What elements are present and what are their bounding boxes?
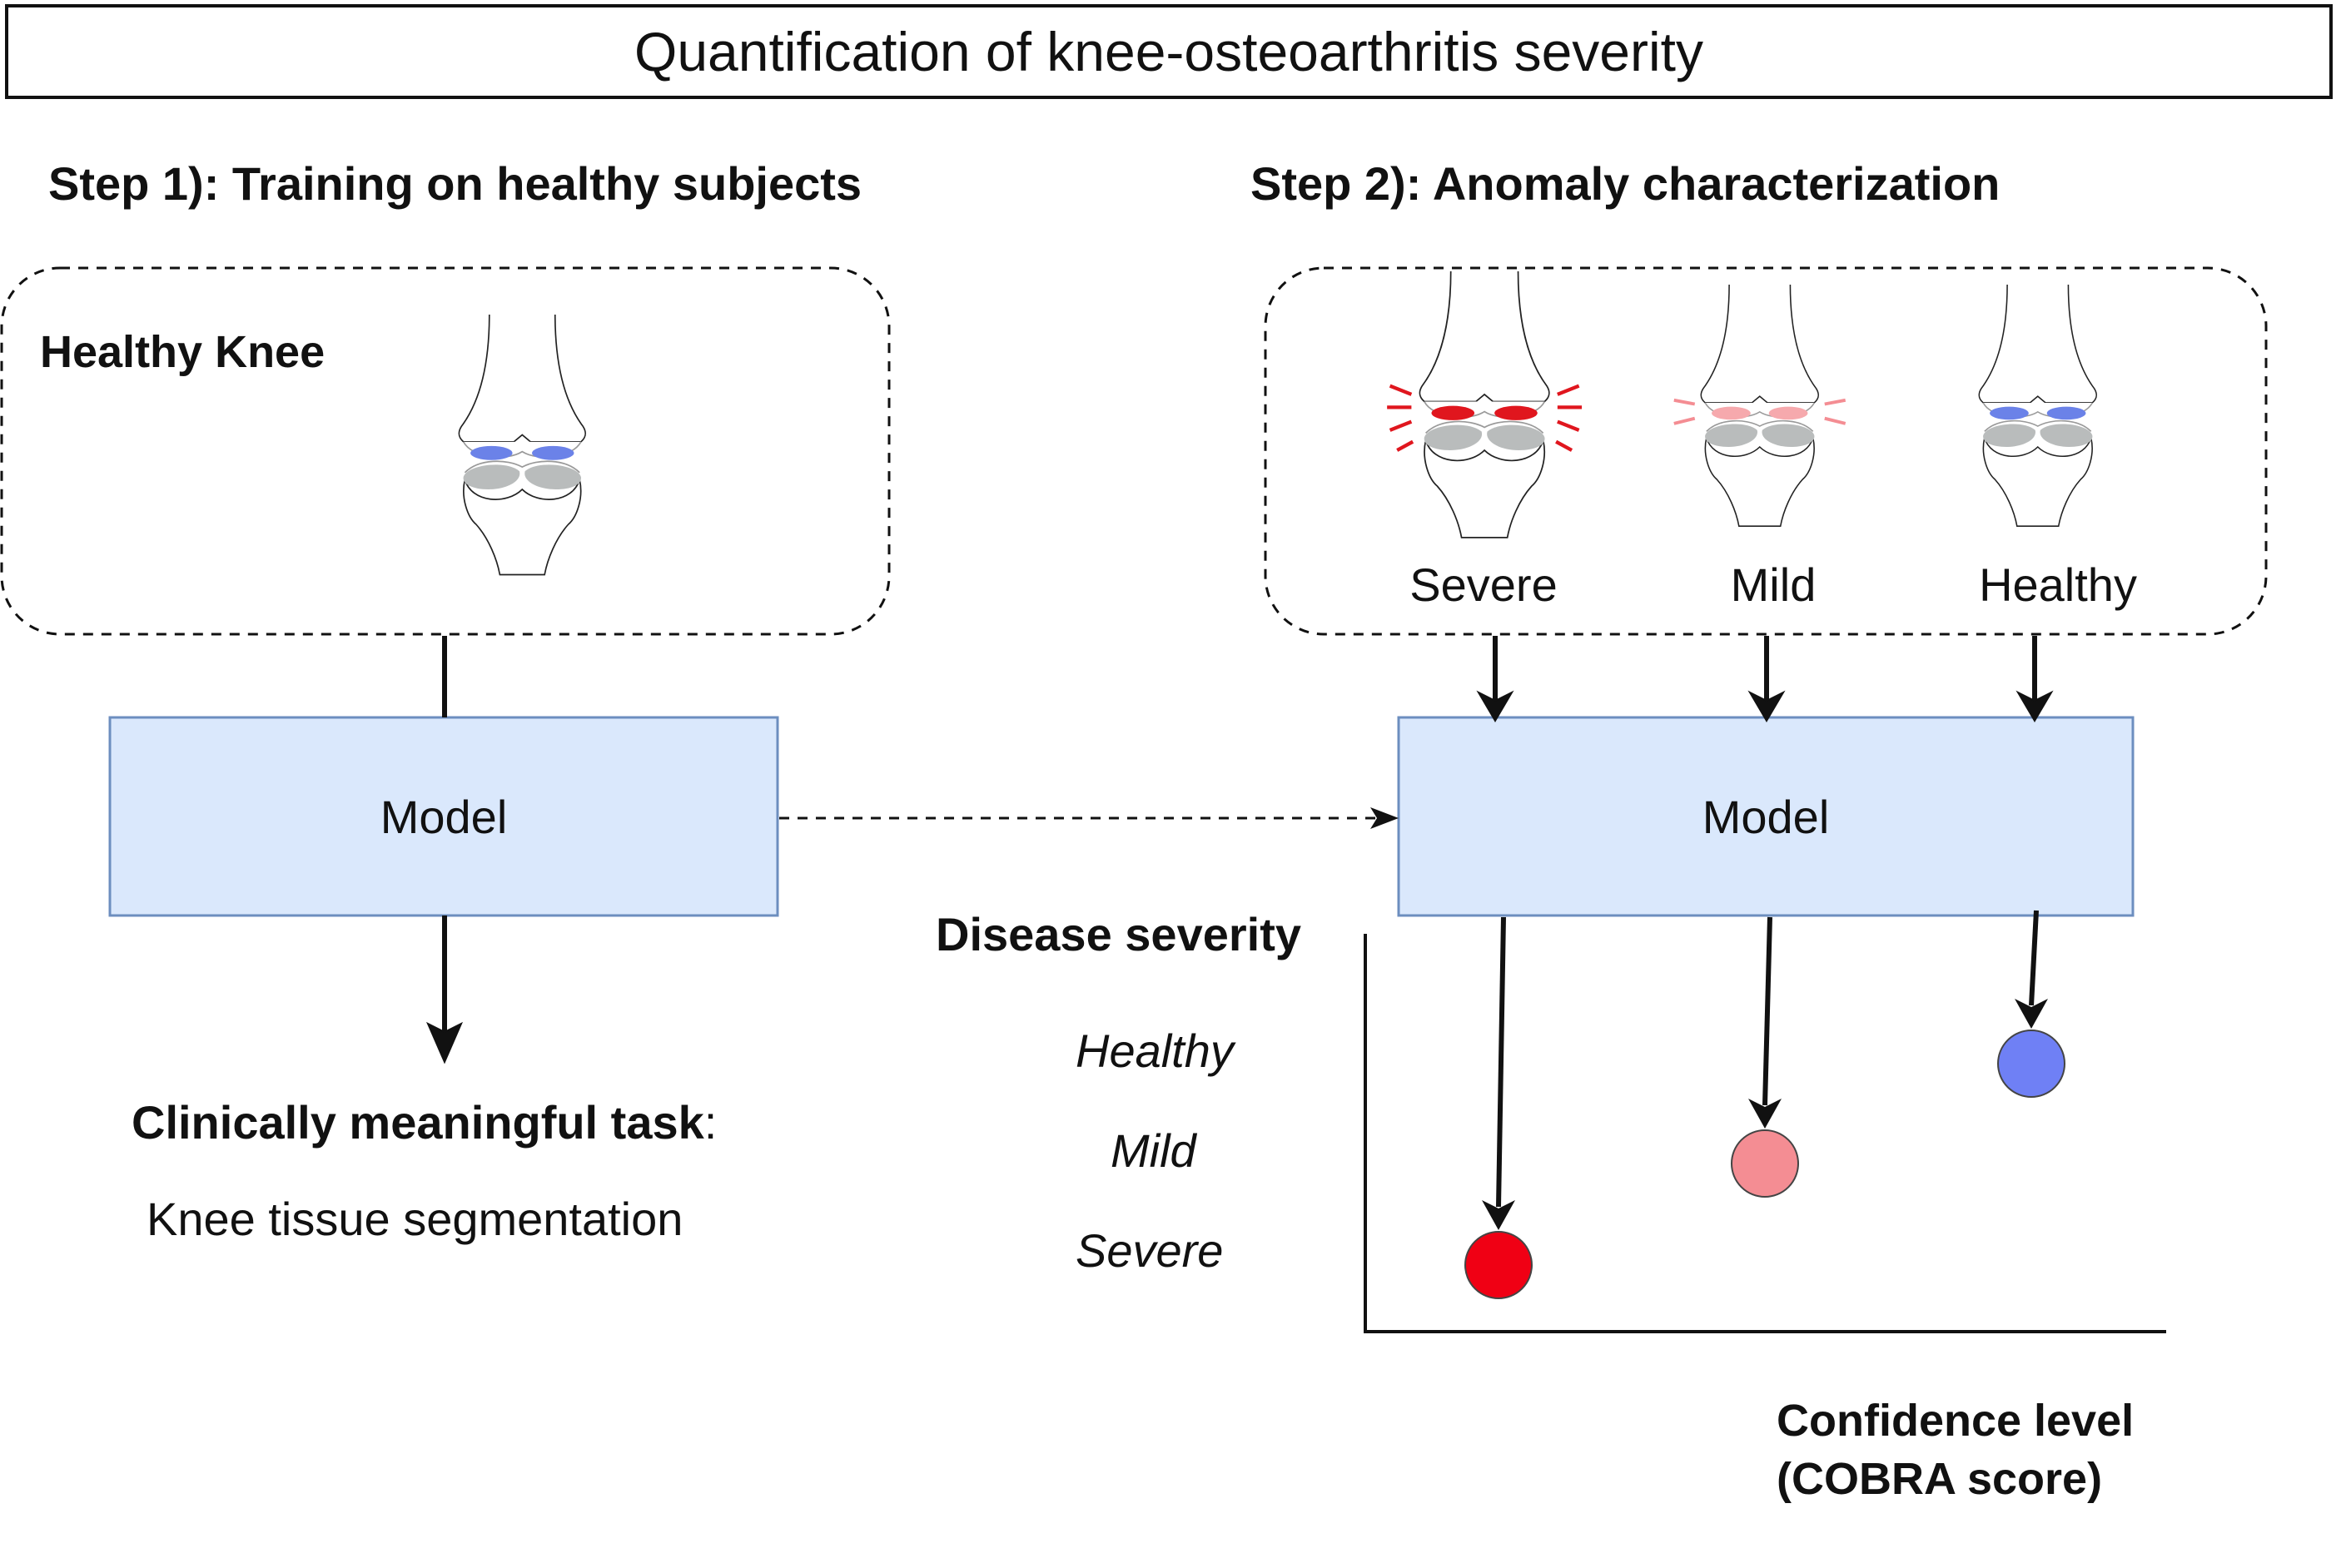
result-arrowhead-healthy: [2015, 999, 2048, 1029]
task-colon: :: [703, 1096, 718, 1149]
knee-label-severe: Severe: [1409, 558, 1558, 611]
anomaly-knees-container: [1264, 266, 2268, 636]
model-box-step2-shape: [1397, 716, 2135, 917]
result-point-mild: [1731, 1129, 1799, 1198]
model-label-step1: Model: [380, 790, 508, 843]
result-arrow-mild: [1762, 916, 1772, 1106]
points-layer: [1464, 910, 2065, 1299]
knee-icon-healthy: [1978, 284, 2098, 527]
model-box-step2: Model: [1399, 717, 2133, 915]
result-arrow-healthy: [2029, 910, 2039, 1006]
step1-heading: Step 1): Training on healthy subjects: [48, 157, 862, 210]
title-box: Quantification of knee-osteoarthritis se…: [5, 4, 2333, 99]
y-tick-mild: Mild: [1111, 1124, 1196, 1177]
model-label-step2: Model: [1702, 790, 1830, 843]
knee-icon-mild: [1673, 284, 1846, 527]
knee-icon-severe: [1387, 270, 1583, 538]
model-box-step1: Model: [110, 717, 778, 915]
result-arrow-severe: [1496, 916, 1506, 1208]
x-axis-label-line2: (COBRA score): [1777, 1454, 2103, 1504]
task-heading: Clinically meaningful task:: [132, 1095, 717, 1149]
step2-heading: Step 2): Anomaly characterization: [1250, 157, 2001, 210]
y-tick-healthy: Healthy: [1076, 1025, 1234, 1077]
task-text: Knee tissue segmentation: [147, 1193, 683, 1245]
result-point-healthy: [1997, 1030, 2065, 1098]
x-axis-label: Confidence level: [1777, 1396, 2135, 1446]
healthy-knee-label: Healthy Knee: [40, 327, 326, 377]
result-point-severe: [1464, 1231, 1533, 1299]
result-arrowhead-mild: [1748, 1099, 1782, 1129]
knee-icon-step1: [458, 314, 587, 576]
model-box-step1-shape: [108, 716, 779, 917]
healthy-knee-container: [0, 266, 891, 636]
diagram-title: Quantification of knee-osteoarthritis se…: [634, 21, 1703, 82]
knee-label-healthy: Healthy: [1979, 558, 2137, 611]
task-title: Clinically meaningful task: [132, 1096, 704, 1149]
y-axis-label: Disease severity: [936, 908, 1302, 960]
knee-label-mild: Mild: [1730, 558, 1817, 611]
y-tick-severe: Severe: [1076, 1224, 1224, 1277]
result-arrowhead-severe: [1482, 1200, 1515, 1230]
